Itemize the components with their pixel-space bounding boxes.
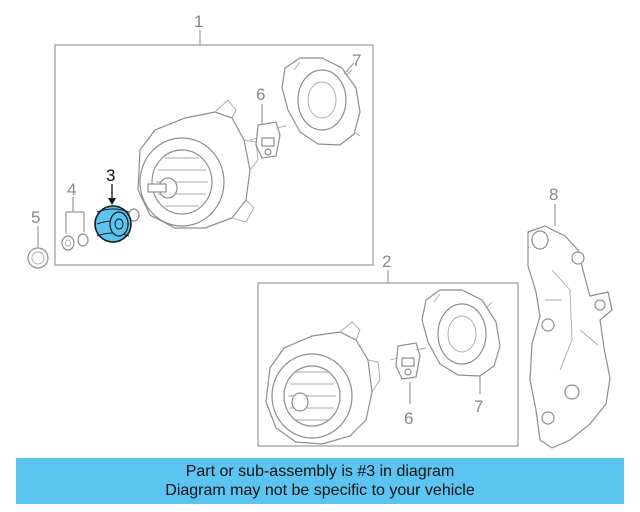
rear-cover-top[interactable] — [281, 57, 361, 146]
callout-4[interactable]: 4 — [67, 180, 76, 199]
pulley-highlighted[interactable] — [94, 205, 132, 243]
parts-diagram: 1 6 7 3 — [27, 12, 613, 449]
rear-cover-bottom[interactable] — [421, 289, 501, 377]
nut-washer[interactable] — [61, 233, 89, 251]
cover-cap[interactable] — [27, 247, 49, 269]
mounting-bracket[interactable] — [527, 225, 613, 449]
callout-7-bottom[interactable]: 7 — [474, 397, 483, 416]
regulator-top[interactable] — [249, 121, 287, 159]
assembly-box-2 — [257, 270, 519, 447]
banner-line-2: Diagram may not be specific to your vehi… — [165, 482, 475, 499]
callout-6-top[interactable]: 6 — [256, 85, 265, 104]
callout-7-top[interactable]: 7 — [352, 51, 361, 70]
regulator-bottom[interactable] — [389, 342, 427, 380]
banner-line-1: Part or sub-assembly is #3 in diagram — [185, 463, 455, 480]
callout-5[interactable]: 5 — [31, 208, 40, 227]
assembly-box-1 — [54, 30, 374, 266]
callout-8[interactable]: 8 — [549, 185, 558, 204]
callout-1[interactable]: 1 — [194, 12, 203, 31]
callout-2[interactable]: 2 — [382, 252, 391, 271]
callout-3[interactable]: 3 — [106, 166, 115, 185]
alternator-top[interactable] — [128, 99, 259, 229]
info-banner: Part or sub-assembly is #3 in diagram Di… — [16, 458, 624, 504]
alternator-bottom[interactable] — [265, 321, 381, 445]
callout-6-bottom[interactable]: 6 — [404, 409, 413, 428]
